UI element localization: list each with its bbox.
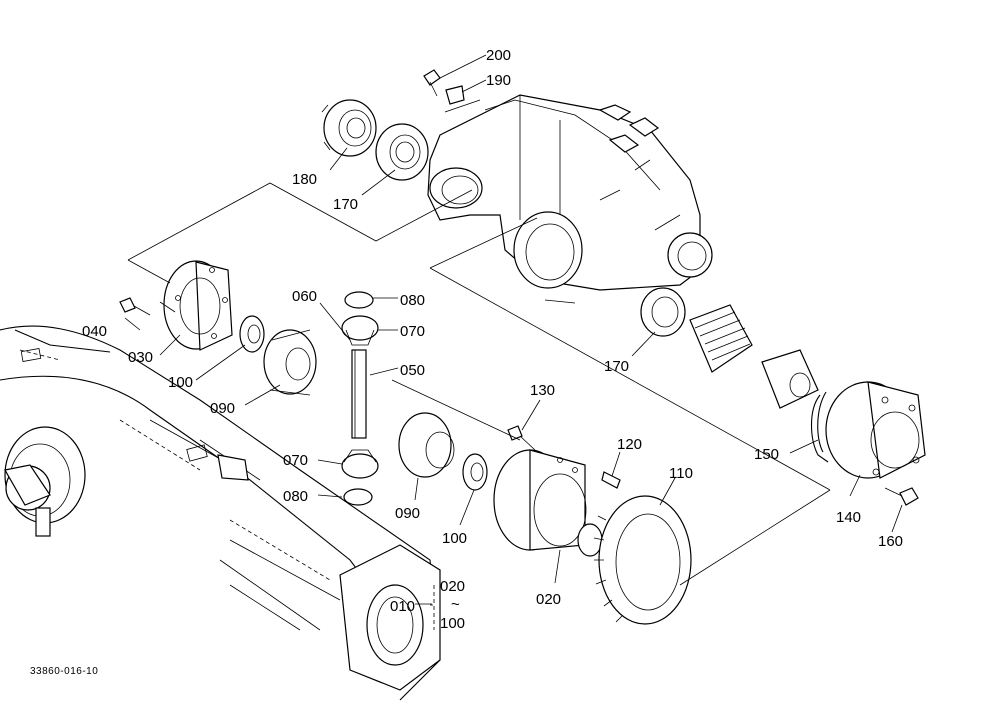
bevel-gear-090-left (263, 329, 317, 396)
ring-gear-110 (593, 495, 692, 625)
label-100-right: 100 (442, 530, 467, 547)
front-gear-case (427, 94, 713, 291)
label-080-bottom: 080 (283, 488, 308, 505)
bolt-160 (884, 487, 919, 506)
pin-120 (601, 471, 621, 489)
label-040: 040 (82, 323, 107, 340)
figure-code: 33860-016-10 (30, 666, 98, 677)
bolt-040 (119, 297, 151, 316)
shaft-050 (351, 349, 367, 439)
label-030: 030 (128, 349, 153, 366)
spacer-080-top (344, 291, 374, 309)
circlip-150 (811, 391, 829, 463)
coupling (761, 349, 819, 409)
label-020-range: 020 (440, 578, 465, 595)
label-120: 120 (617, 436, 642, 453)
flange-030 (163, 260, 233, 351)
bolt-200 (423, 69, 441, 97)
label-100-range: 100 (440, 615, 465, 632)
label-200: 200 (486, 47, 511, 64)
label-150: 150 (754, 446, 779, 463)
label-range-tilde: ~ (451, 596, 460, 613)
label-130: 130 (530, 382, 555, 399)
label-160: 160 (878, 533, 903, 550)
label-070-top: 070 (400, 323, 425, 340)
label-110: 110 (669, 465, 693, 482)
label-090-left: 090 (210, 400, 235, 417)
leader-lines (124, 54, 903, 630)
cover-140 (825, 381, 926, 479)
label-090-right: 090 (395, 505, 420, 522)
label-180: 180 (292, 171, 317, 188)
spacer-080-bottom (343, 488, 373, 506)
label-170-upper: 170 (333, 196, 358, 213)
label-100-left: 100 (168, 374, 193, 391)
label-170-right: 170 (604, 358, 629, 375)
label-140: 140 (836, 509, 861, 526)
washer-100-left (239, 315, 265, 353)
bevel-gear-090-right (398, 412, 455, 478)
label-060: 060 (292, 288, 317, 305)
washer-100-right (462, 453, 488, 491)
label-010: 010 (390, 598, 415, 615)
bolt-130 (507, 425, 536, 451)
pinion-070-top (341, 315, 379, 346)
bearing-170-right (640, 287, 686, 337)
label-020-case: 020 (536, 591, 561, 608)
bearing-170-upper (375, 123, 429, 181)
part-labels: 200 190 180 170 060 080 070 040 030 100 … (82, 47, 903, 632)
pinion-070-bottom (341, 449, 379, 479)
axle-housing (0, 325, 441, 701)
label-190: 190 (486, 72, 511, 89)
label-050: 050 (400, 362, 425, 379)
label-080-top: 080 (400, 292, 425, 309)
clip-190 (445, 85, 465, 105)
boot-bellows (689, 304, 753, 373)
label-070-bottom: 070 (283, 452, 308, 469)
differential-case-020 (493, 449, 603, 557)
oil-seal-180 (321, 99, 377, 157)
